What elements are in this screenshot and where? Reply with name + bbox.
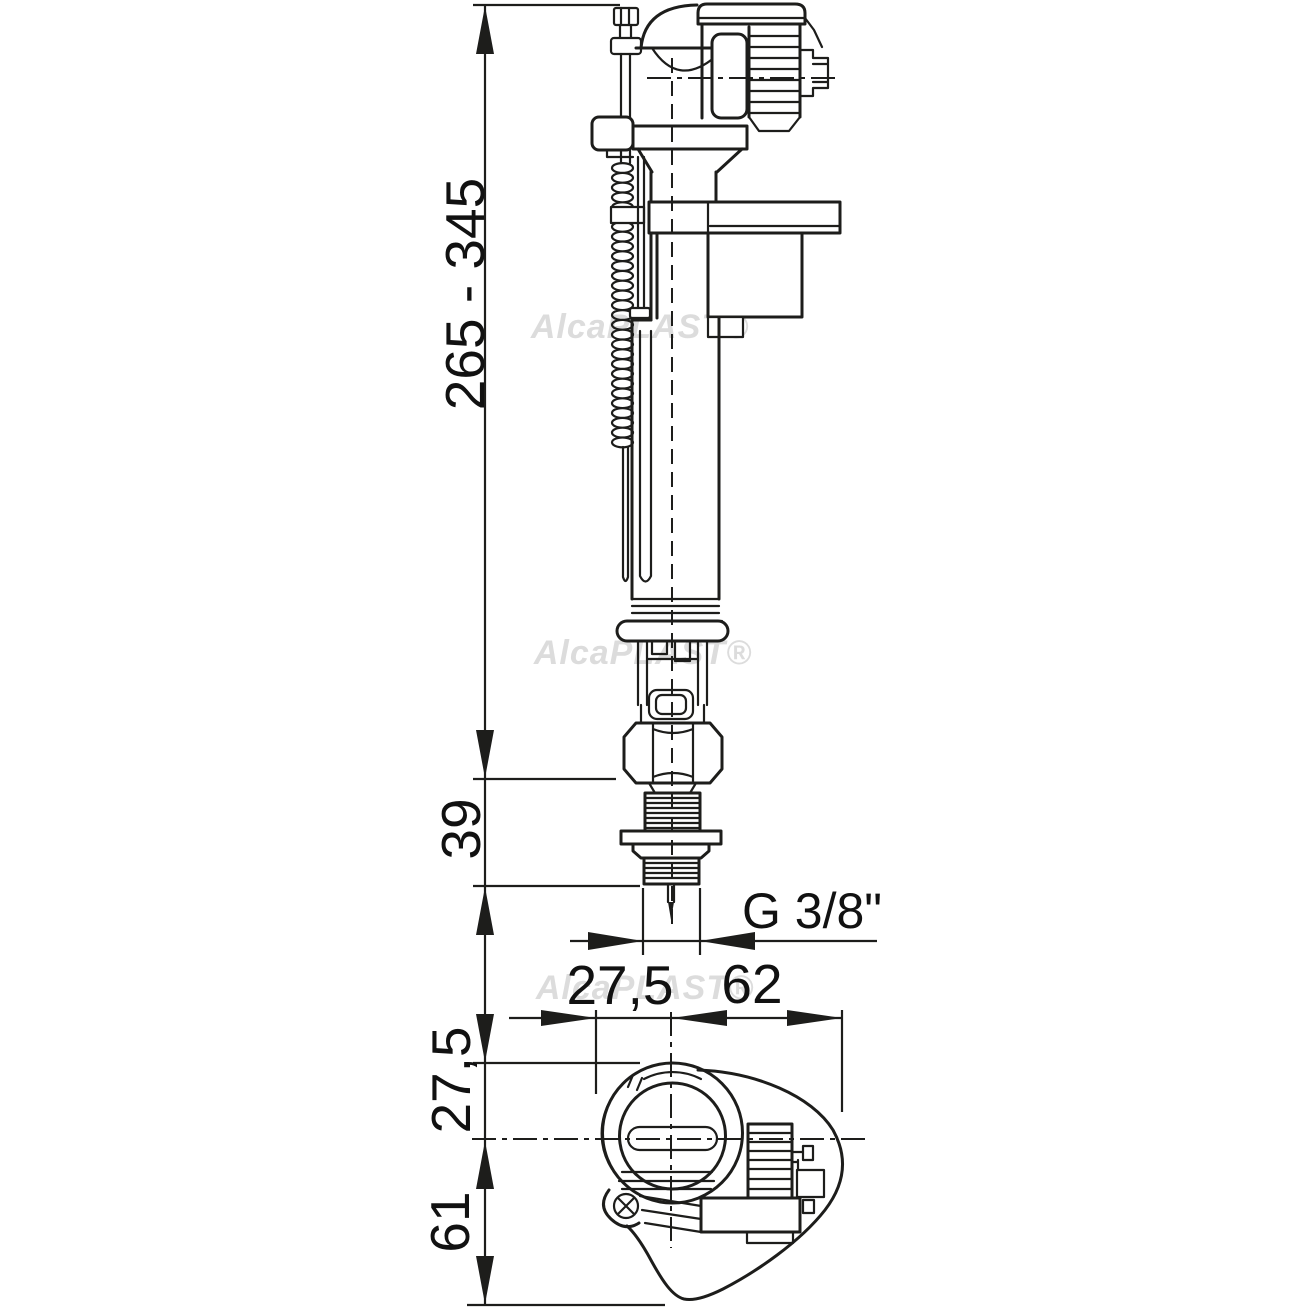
dim-center-to-bottom: 61 [419,1191,481,1252]
dim-center-to-right: 62 [721,953,782,1015]
dim-total-height: 265 - 345 [434,178,496,410]
side-bracket [790,1144,826,1215]
body-outline [625,1068,844,1301]
spring-coil [610,162,635,449]
dim-center-to-left: 27,5 [566,954,673,1016]
front-view [590,2,842,926]
float-arm-tab [590,115,635,152]
head-ribs [747,34,802,115]
lever-strip [638,1194,703,1234]
bottom-horizontal-dimensions: 27,5 62 [509,953,844,1112]
valve-head [590,2,837,174]
head-bracket [798,48,830,98]
watermark-text: AlcaPLAST® [535,969,754,1007]
bottom-view [472,1012,866,1301]
screw-lug [602,1188,641,1229]
float-arm-bar [631,124,749,151]
dim-shank-length: 39 [430,798,492,859]
dim-top-to-center: 27,5 [420,1026,482,1133]
mounting-flange [647,200,842,235]
dimensions: 265 - 345 39 27,5 61 G 3/8" 27,5 62 [419,3,882,1307]
telescopic-tube [615,170,842,643]
float-cup [706,231,804,319]
thread-dimension: G 3/8" [570,883,882,955]
side-block [699,1196,802,1234]
dim-thread-size: G 3/8" [742,883,882,939]
